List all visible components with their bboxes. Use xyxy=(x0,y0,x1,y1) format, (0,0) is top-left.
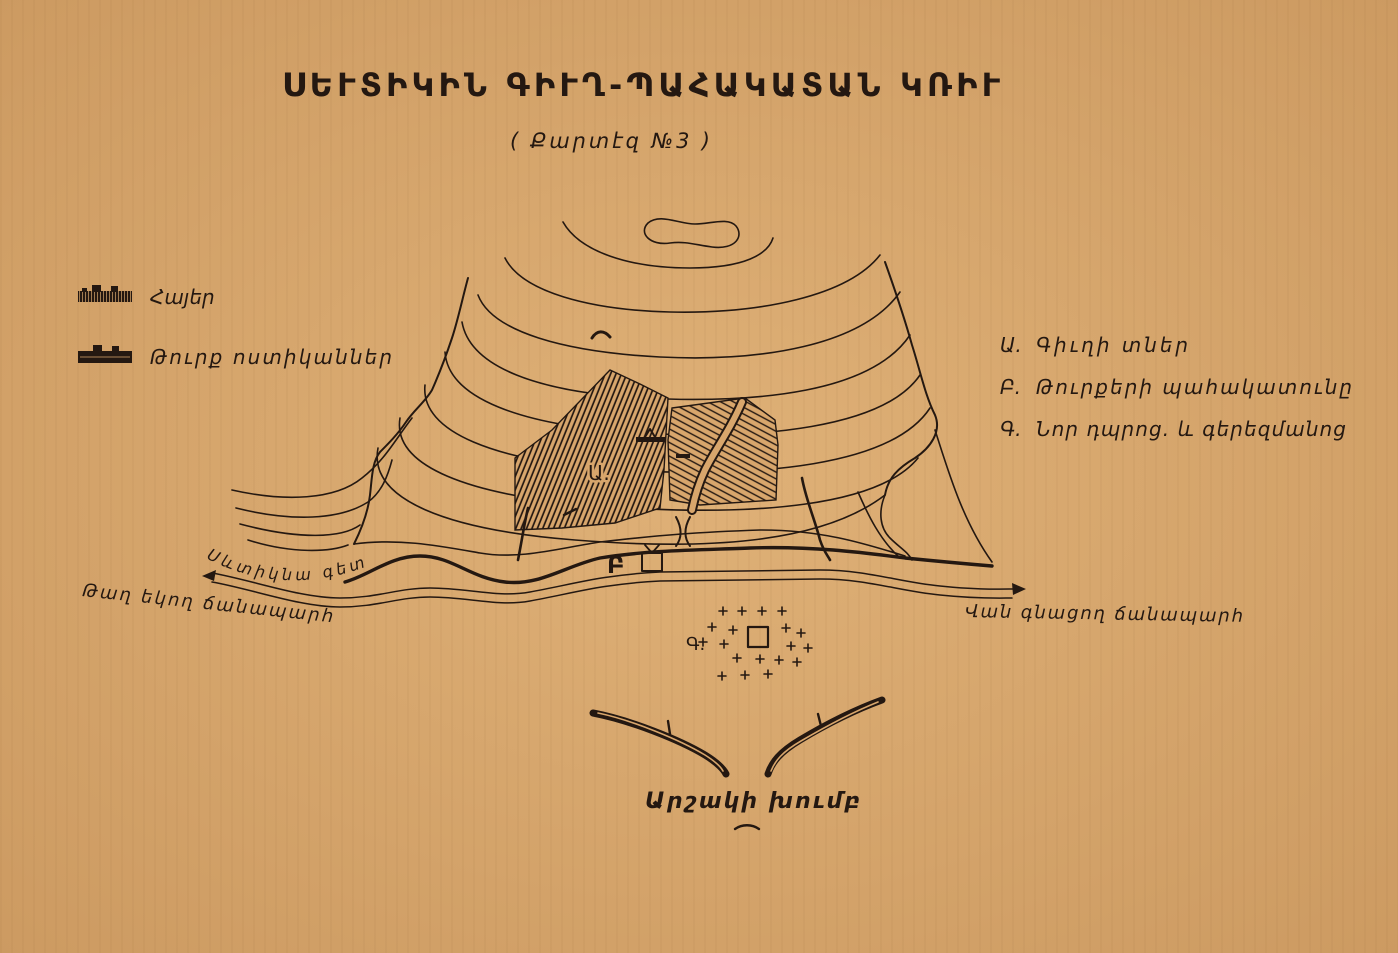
cemetery-marker-g: Գ. xyxy=(686,634,705,655)
road xyxy=(202,569,1026,608)
position-mark xyxy=(676,454,690,458)
village-houses-area xyxy=(514,369,669,531)
legend-key-a: Ա. xyxy=(1000,333,1022,357)
village-houses-area-east xyxy=(667,397,779,506)
stream-line xyxy=(880,494,913,561)
trench-tick xyxy=(666,719,672,736)
hilltop-mark xyxy=(590,330,612,340)
grave-cross xyxy=(774,655,784,665)
trench-tick xyxy=(816,712,823,728)
position-mark xyxy=(562,507,578,517)
grave-cross xyxy=(698,637,708,647)
grave-cross xyxy=(777,606,787,616)
armenian-group-label: Արշակի խումբ xyxy=(645,789,860,814)
map-subtitle: ( Քարտէզ №3 ) xyxy=(510,129,710,153)
river-label: Սևտիկնա գետ xyxy=(204,545,367,585)
road-line xyxy=(211,569,1019,599)
grave-cross xyxy=(728,625,738,635)
trench-line-east-inner xyxy=(770,701,879,772)
contour-line xyxy=(239,523,361,537)
position-mark xyxy=(636,437,666,442)
contour-line xyxy=(562,221,774,269)
stream-line xyxy=(800,476,832,562)
river-label-text: Սևտիկնա գետ xyxy=(204,545,367,585)
grave-cross xyxy=(755,654,765,664)
cemetery-symbol xyxy=(698,606,813,681)
legend-label-village-houses: Գիւղի տներ xyxy=(1036,333,1188,357)
road-label-east: Վան գնացող ճանապարհ xyxy=(965,601,1243,627)
ridge-line-east xyxy=(884,261,938,496)
legend-label-guardhouse: Թուրքերի պահակատունը xyxy=(1036,375,1352,399)
legend-label-turkish-police: Թուրք ոստիկաններ xyxy=(150,345,392,369)
village-lane-inner xyxy=(689,399,745,513)
ridge-lines xyxy=(353,261,993,563)
contour-line xyxy=(504,254,881,313)
map-title: ՍԵՒՏԻԿԻՆ ԳԻՒՂ-ՊԱՀԱԿԱՏԱՆ ԿՌԻՒ xyxy=(282,66,1001,104)
legend-label-school-cemetery: Նոր դպրոց. և գերեզմանոց xyxy=(1036,417,1346,441)
bridge-mark xyxy=(675,516,691,547)
contour-line xyxy=(235,459,393,518)
stream-line xyxy=(934,429,993,563)
armenian-position-icon xyxy=(78,285,132,302)
grave-cross xyxy=(737,606,747,616)
grave-cross xyxy=(763,669,773,679)
grave-cross xyxy=(792,657,802,667)
road-label-west: Թաղ եկող ճանապարհ xyxy=(81,580,334,627)
grave-cross xyxy=(717,671,727,681)
trenches xyxy=(589,696,886,778)
contour-line xyxy=(353,529,906,557)
grave-cross xyxy=(781,623,791,633)
grave-cross xyxy=(803,643,813,653)
grave-cross xyxy=(719,639,729,649)
legend-left: Հայեր Թուրք ոստիկաններ xyxy=(78,285,392,369)
village-marker-a: Ա. xyxy=(588,461,610,485)
guardhouse-marker-b: Բ xyxy=(607,551,625,579)
contour-line xyxy=(231,417,413,499)
grave-cross xyxy=(707,622,717,632)
school-square xyxy=(746,625,770,649)
river-line xyxy=(343,545,994,585)
legend-key-g: Գ. xyxy=(1000,417,1021,441)
road-arrow-east-icon xyxy=(1012,583,1026,595)
contour-line xyxy=(376,447,886,546)
road-arrow-west-icon xyxy=(202,570,216,581)
ridge-line-west xyxy=(353,277,469,545)
grave-cross xyxy=(740,670,750,680)
contour-line xyxy=(857,491,901,559)
summit-contour xyxy=(643,218,740,249)
grave-cross xyxy=(757,606,767,616)
trench-line-west-inner xyxy=(597,712,724,772)
legend-label-armenians: Հայեր xyxy=(150,285,215,309)
guardhouse-symbol xyxy=(641,544,663,572)
road-line xyxy=(211,578,1013,608)
turkish-police-icon xyxy=(78,345,132,363)
grave-cross xyxy=(786,641,796,651)
group-mark xyxy=(733,824,761,831)
trench-line-west xyxy=(589,709,730,778)
grave-cross xyxy=(718,606,728,616)
grave-cross xyxy=(796,628,806,638)
contour-lines xyxy=(231,221,931,559)
legend-right: Ա. Գիւղի տներ Բ. Թուրքերի պահակատունը Գ.… xyxy=(1000,333,1352,441)
stream-line xyxy=(516,506,530,562)
legend-key-b: Բ. xyxy=(1000,375,1021,399)
position-mark xyxy=(644,428,656,438)
contour-line xyxy=(477,291,901,359)
trench-line-east xyxy=(764,696,886,778)
grave-cross xyxy=(732,653,742,663)
contour-line xyxy=(247,539,349,552)
